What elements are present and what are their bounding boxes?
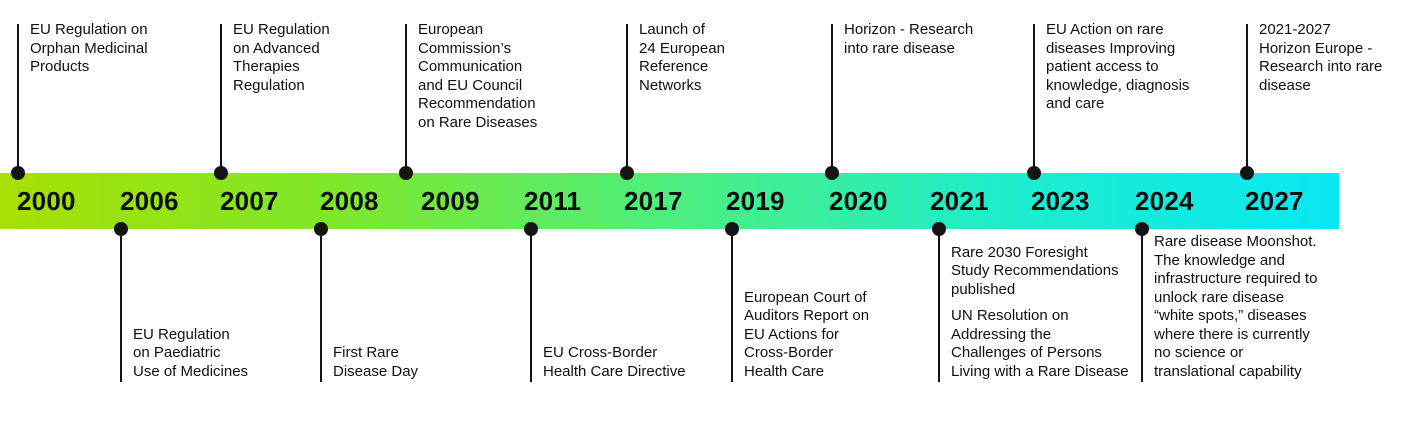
event-paragraph: Rare disease Moonshot. The knowledge and… — [1154, 233, 1318, 380]
event-label: European Commission’s Communication and … — [418, 21, 537, 132]
event-paragraph: European Commission’s Communication and … — [418, 21, 538, 131]
event-label: First Rare Disease Day — [333, 344, 418, 381]
event-paragraph: Horizon - Research into rare disease — [844, 21, 974, 57]
year-label: 2019 — [726, 186, 785, 216]
event-paragraph: Rare 2030 Foresight Study Recommendation… — [951, 243, 1119, 298]
event-label: Launch of 24 European Reference Networks — [639, 21, 725, 95]
event-connector-line — [1140, 229, 1144, 382]
event-connector-line — [937, 229, 941, 382]
event-paragraph: UN Resolution on Addressing the Challeng… — [951, 307, 1129, 380]
event-connector-line — [119, 229, 123, 382]
year-label: 2027 — [1245, 186, 1304, 216]
event-label: European Court of Auditors Report on EU … — [744, 289, 869, 382]
event-paragraph: EU Regulation on Advanced Therapies Regu… — [233, 21, 330, 94]
event-label: EU Regulation on Advanced Therapies Regu… — [233, 21, 330, 95]
event-connector-line — [219, 24, 223, 173]
event-paragraph: First Rare Disease Day — [333, 344, 419, 380]
event-paragraph: EU Cross-Border Health Care Directive — [543, 344, 686, 380]
event-paragraph: EU Regulation on Paediatric Use of Medic… — [133, 325, 249, 380]
event-paragraph: EU Regulation on Orphan Medicinal Produc… — [30, 21, 148, 75]
year-label: 2021 — [930, 186, 989, 216]
event-paragraph: 2021-2027 Horizon Europe - Research into… — [1259, 21, 1383, 94]
year-label: 2023 — [1031, 186, 1090, 216]
year-label: 2000 — [17, 186, 76, 216]
event-paragraph: European Court of Auditors Report on EU … — [744, 288, 870, 380]
event-label: EU Action on rare diseases Improving pat… — [1046, 21, 1189, 114]
event-connector-line — [1245, 24, 1249, 173]
year-label: 2020 — [829, 186, 888, 216]
event-label: 2021-2027 Horizon Europe - Research into… — [1259, 21, 1382, 95]
event-label: EU Regulation on Paediatric Use of Medic… — [133, 326, 248, 382]
event-label: Rare 2030 Foresight Study Recommendation… — [951, 244, 1129, 382]
event-label: EU Regulation on Orphan Medicinal Produc… — [30, 21, 148, 77]
timeline-bar: 2000 2006 2007 2008 2009 2011 2017 2019 2020 2021… — [0, 173, 1339, 229]
event-connector-line — [16, 24, 20, 173]
event-label: Rare disease Moonshot. The knowledge and… — [1154, 233, 1317, 381]
event-connector-line — [830, 24, 834, 173]
event-connector-line — [529, 229, 533, 382]
event-connector-line — [730, 229, 734, 382]
event-label: Horizon - Research into rare disease — [844, 21, 973, 58]
year-label: 2017 — [624, 186, 683, 216]
year-label: 2011 — [524, 186, 582, 216]
event-label: EU Cross-Border Health Care Directive — [543, 344, 686, 381]
event-connector-line — [319, 229, 323, 382]
year-label: 2007 — [220, 186, 279, 216]
year-label: 2008 — [320, 186, 379, 216]
year-label: 2024 — [1135, 186, 1194, 216]
event-connector-line — [1032, 24, 1036, 173]
year-label: 2009 — [421, 186, 480, 216]
event-connector-line — [625, 24, 629, 173]
year-label: 2006 — [120, 186, 179, 216]
event-connector-line — [404, 24, 408, 173]
event-paragraph: EU Action on rare diseases Improving pat… — [1046, 21, 1190, 112]
event-paragraph: Launch of 24 European Reference Networks — [639, 21, 725, 94]
